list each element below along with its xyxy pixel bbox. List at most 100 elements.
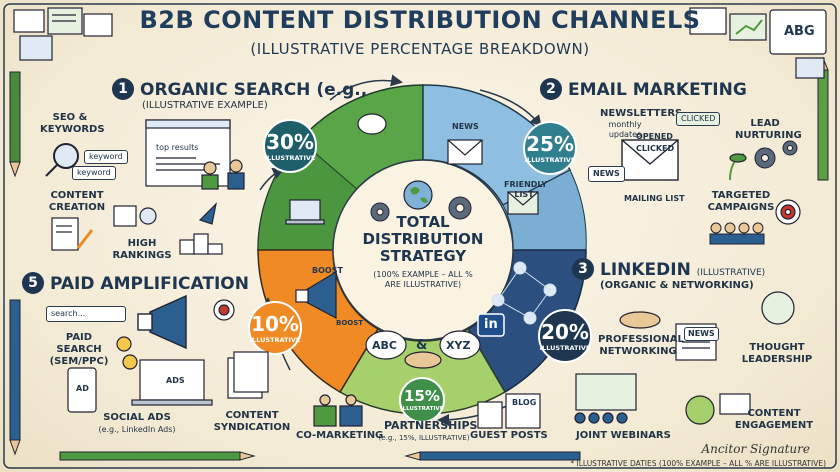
content-creation-label: CONTENT CREATION xyxy=(42,190,112,214)
head-brain-icon xyxy=(761,291,795,325)
pct-paid: 10% ILLUSTRATIVE xyxy=(249,312,301,344)
corner-screens-left-icon xyxy=(13,7,113,61)
pct-linkedin-note: ILLUSTRATIVE xyxy=(539,344,591,352)
thought-label: THOUGHT xyxy=(749,342,805,353)
opened-label: OPENED xyxy=(636,132,673,141)
social-ads-title: SOCIAL ADS xyxy=(103,412,171,423)
top-results-label: top results xyxy=(156,143,199,152)
thought-leadership-label: THOUGHT LEADERSHIP xyxy=(740,342,814,366)
magnifier-chart-icon xyxy=(113,205,157,227)
megaphone-icon-wheel xyxy=(295,270,337,319)
content-syndication-label: CONTENT SYNDICATION xyxy=(212,410,292,434)
pct-circle-organic xyxy=(263,119,317,173)
professional-networking-label: PROFESSIONAL NETWORKING xyxy=(598,334,684,358)
section-organic-heading: ORGANIC SEARCH (e.g., xyxy=(140,80,368,100)
laptop-icon-wheel xyxy=(285,199,325,225)
lead-nurturing-label: LEAD NURTURING xyxy=(735,118,802,142)
envelope-open-icon xyxy=(621,139,679,181)
gear-icon-email xyxy=(754,140,798,169)
target-paid-icon xyxy=(213,299,235,321)
section-organic-sub: (ILLUSTRATIVE EXAMPLE) xyxy=(142,100,268,111)
globe-icon xyxy=(403,180,433,210)
podium-icon xyxy=(179,233,223,255)
pct-organic: 30% ILLUSTRATIVE xyxy=(264,130,316,162)
pct-email: 25% ILLUSTRATIVE xyxy=(524,132,576,164)
section-paid-heading: PAID AMPLIFICATION xyxy=(50,274,249,294)
linkedin-news-tag: NEWS xyxy=(684,327,719,341)
pct-linkedin-value: 20% xyxy=(541,320,589,344)
section-email-number: 2 xyxy=(540,78,562,100)
people-icon xyxy=(201,159,245,190)
footnote: * ILLUSTRATIVE DATIES (100% EXAMPLE – AL… xyxy=(570,459,826,468)
pct-organic-note: ILLUSTRATIVE xyxy=(264,154,316,162)
section-linkedin-heading: LINKEDIN xyxy=(600,260,691,280)
linkedin-in-label: in xyxy=(484,317,498,332)
high-rankings-label: HIGH RANKINGS xyxy=(112,238,172,262)
pct-circle-partnerships xyxy=(399,377,445,423)
high-label: HIGH xyxy=(127,238,157,249)
keywords-label: KEYWORDS xyxy=(40,124,105,135)
rocket-icon xyxy=(198,202,217,225)
targeted-label: TARGETED xyxy=(711,190,771,201)
wheel-friendly-list: FRIENDLY LIST xyxy=(504,180,548,200)
targeted-campaigns-label: TARGETED CAMPAIGNS xyxy=(706,190,776,214)
wheel-friendly: FRIENDLY xyxy=(504,180,548,189)
leadership-label: LEADERSHIP xyxy=(741,354,813,365)
wheel-news-label: NEWS xyxy=(452,122,479,131)
handshake-icon xyxy=(404,351,442,369)
pct-email-note: ILLUSTRATIVE xyxy=(524,156,576,164)
section-organic-number: 1 xyxy=(112,78,134,100)
engagement-label: ENGAGEMENT xyxy=(734,420,814,431)
pct-partnerships: 15% ILLUSTRATIVE xyxy=(400,388,444,413)
gear-icon-center-left xyxy=(370,202,390,222)
paid-search-box: search... xyxy=(46,306,126,322)
updates-label: updates xyxy=(608,130,642,139)
pct-circle-paid xyxy=(248,301,302,355)
center-line1: TOTAL xyxy=(396,213,450,231)
page-title: B2B CONTENT DISTRIBUTION CHANNELS xyxy=(139,6,701,34)
partnerships-title: PARTNERSHIPS xyxy=(384,419,478,432)
target-icon xyxy=(775,199,801,225)
partnerships-sub: (e.g., 15%, ILLUSTRATIVE) xyxy=(378,434,470,442)
mailing-list-label: MAILING LIST xyxy=(624,194,685,203)
center-line2: DISTRIBUTION xyxy=(362,230,484,248)
comarketing-label: CO-MARKETING xyxy=(296,430,384,441)
rankings-label: RANKINGS xyxy=(112,250,172,261)
brain-chat-icon xyxy=(685,393,751,425)
section-email-heading: EMAIL MARKETING xyxy=(568,80,747,100)
pct-partnerships-value: 15% xyxy=(404,387,440,405)
pct-organic-value: 30% xyxy=(266,130,314,154)
speech-bubble-abc-icon xyxy=(365,330,481,360)
plant-icon xyxy=(729,153,747,181)
center-note1: (100% EXAMPLE – ALL % xyxy=(373,270,473,279)
news-tag: NEWS xyxy=(588,166,625,182)
arrow-top-left xyxy=(329,74,403,101)
nurturing-label: NURTURING xyxy=(735,130,802,141)
boost-label-2: BOOST xyxy=(336,319,364,327)
pct-paid-note: ILLUSTRATIVE xyxy=(249,336,301,344)
webinar-screen-icon xyxy=(574,373,637,424)
handshake-linkedin-icon xyxy=(619,311,661,329)
arrow-top-right xyxy=(479,89,542,128)
seo-keywords-label: SEO & KEYWORDS xyxy=(40,112,105,136)
amp-label: & xyxy=(416,338,428,353)
megaphone-icon xyxy=(137,294,187,350)
pencil-left-bottom-icon xyxy=(9,299,21,456)
section-email-title: 2 EMAIL MARKETING xyxy=(540,78,747,100)
section-linkedin-number: 3 xyxy=(572,258,594,280)
syndication-docs-icon xyxy=(227,351,269,399)
newsletters-label: NEWSLETTERS xyxy=(600,108,683,119)
pct-paid-value: 10% xyxy=(251,312,299,336)
engagement-content-label: CONTENT xyxy=(747,408,801,419)
section-paid-number: 5 xyxy=(22,272,44,294)
creation-label: CREATION xyxy=(48,202,106,213)
monthly-label: monthly xyxy=(608,120,642,129)
pencil-bottom-icon xyxy=(59,451,581,461)
audience-icon xyxy=(709,222,765,245)
content-engagement-label: CONTENT ENGAGEMENT xyxy=(734,408,814,432)
professional-label: PROFESSIONAL xyxy=(598,334,684,345)
